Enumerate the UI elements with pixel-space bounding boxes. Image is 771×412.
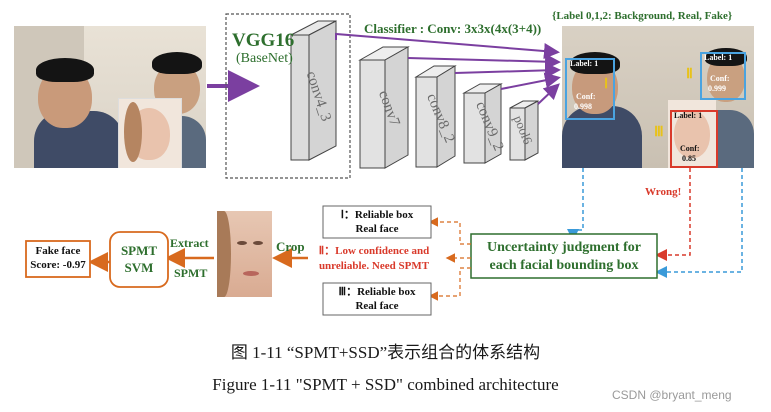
case2-line-1: Ⅱ：Low confidence and <box>318 245 430 257</box>
detection-2-roman: Ⅱ <box>686 67 693 82</box>
classifier-arrows <box>335 32 561 105</box>
vgg16-subtitle: (BaseNet) <box>236 51 293 66</box>
uncertainty-line-1: Uncertainty judgment for <box>487 240 641 255</box>
pool6-block <box>509 100 539 161</box>
caption-english: Figure 1-11 "SPMT + SSD" combined archit… <box>212 375 559 394</box>
to-case3-arrow <box>428 267 471 301</box>
extract-label: Extract <box>170 236 209 250</box>
detection-3-conf: 0.85 <box>682 154 696 163</box>
conv7-block <box>358 46 410 169</box>
blue-dashed-arrow-2 <box>655 168 743 278</box>
vgg16-container <box>225 13 351 179</box>
case3-line-2: Real face <box>355 300 399 312</box>
detection-1-label: Label: 1 <box>570 59 599 68</box>
to-case1-arrow <box>428 217 471 245</box>
conv9-2-block <box>462 83 503 164</box>
blue-dashed-arrow-1 <box>567 168 584 241</box>
detection-box-1 <box>565 58 615 120</box>
case1-box <box>322 205 432 239</box>
case3-box <box>322 282 432 316</box>
result-line-2: Score: -0.97 <box>30 259 86 271</box>
caption-chinese: 图 1-11 “SPMT+SSD”表示组合的体系结构 <box>230 343 541 362</box>
result-line-1: Fake face <box>35 245 81 257</box>
conv4-3-block <box>290 20 337 161</box>
conv8-2-block <box>414 65 457 168</box>
cropped-face <box>217 211 272 297</box>
vgg16-title: VGG16 <box>232 30 295 51</box>
case1-line-2: Real face <box>355 223 399 235</box>
detection-2-label: Label: 1 <box>704 53 733 62</box>
detection-3-conf-label: Conf: <box>680 144 700 153</box>
detection-1-conf-label: Conf: <box>576 92 596 101</box>
input-photo <box>14 26 206 168</box>
svm-line-2: SVM <box>124 260 154 275</box>
classifier-label: Classifier : Conv: 3x3x(4x(3+4)) <box>364 21 542 36</box>
red-dashed-wrong-arrow <box>655 168 691 261</box>
detection-box-2 <box>700 52 746 100</box>
svm-box <box>109 231 169 288</box>
output-photo: Label: 1 Conf: 0.998 Ⅰ Label: 1 Conf: 0.… <box>562 26 754 168</box>
case1-line-1: Ⅰ：Reliable box <box>340 209 414 221</box>
svm-line-1: SPMT <box>120 243 158 258</box>
case2-line-2: unreliable. Need SPMT <box>318 260 430 272</box>
uncertainty-line-2: each facial bounding box <box>489 258 639 273</box>
detection-3-roman: Ⅲ <box>654 125 664 140</box>
detection-2-conf: 0.999 <box>708 84 726 93</box>
detection-1-conf: 0.998 <box>574 102 592 111</box>
output-header: {Label 0,1,2: Background, Real, Fake} <box>552 10 733 22</box>
result-box <box>25 240 91 278</box>
detection-box-3 <box>670 110 718 168</box>
detection-3-label: Label: 1 <box>674 111 703 120</box>
wrong-label: Wrong! <box>645 186 682 198</box>
detection-1-roman: Ⅰ <box>604 77 609 92</box>
crop-label: Crop <box>276 239 305 254</box>
uncertainty-box <box>470 233 658 279</box>
watermark: CSDN @bryant_meng <box>612 388 732 402</box>
case3-line-1: Ⅲ：Reliable box <box>338 286 416 298</box>
spmt-label: SPMT <box>174 266 208 280</box>
detection-2-conf-label: Conf: <box>710 74 730 83</box>
